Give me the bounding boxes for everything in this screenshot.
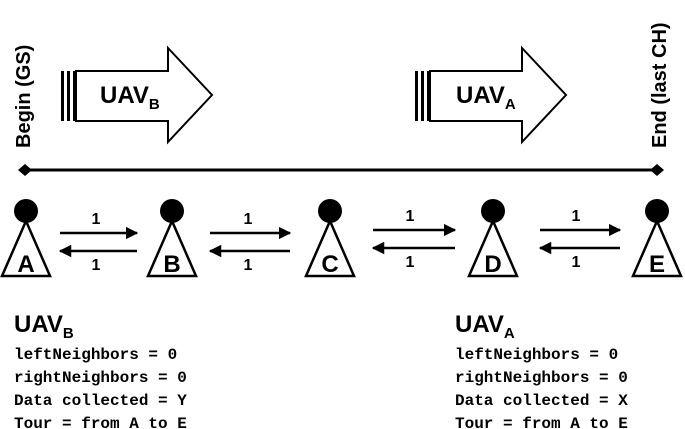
- link-weight-forward: 1: [92, 211, 101, 228]
- panel-title-uav-b: UAVB: [14, 311, 74, 342]
- panel-line-data-collected: Data collected = X: [455, 392, 628, 410]
- panel-line-left-neighbors: leftNeighbors = 0: [455, 346, 618, 364]
- begin-label: Begin (GS): [13, 45, 35, 148]
- arrow-label-uav-a: UAVA: [456, 82, 516, 113]
- link-weight-backward: 1: [244, 257, 253, 274]
- link-c-d: 1 1: [371, 208, 457, 271]
- panel-line-data-collected: Data collected = Y: [14, 392, 187, 410]
- node-d: D: [467, 199, 519, 278]
- node-b: B: [146, 199, 198, 278]
- direction-arrow-uav-a: UAVA: [415, 45, 568, 145]
- end-diamond: [650, 164, 664, 176]
- link-weight-forward: 1: [572, 208, 581, 225]
- link-weight-forward: 1: [406, 208, 415, 225]
- node-e: E: [631, 199, 683, 278]
- info-panel-uav-a: UAVA leftNeighbors = 0 rightNeighbors = …: [455, 311, 628, 429]
- link-d-e: 1 1: [538, 208, 622, 271]
- node-a: A: [0, 199, 52, 278]
- node-label-e: E: [649, 251, 665, 278]
- panel-line-tour: Tour = from A to E: [455, 415, 628, 429]
- link-weight-backward: 1: [572, 254, 581, 271]
- node-label-d: D: [484, 251, 501, 278]
- panel-line-right-neighbors: rightNeighbors = 0: [14, 369, 187, 387]
- link-weight-backward: 1: [92, 257, 101, 274]
- node-label-b: B: [163, 251, 180, 278]
- node-label-c: C: [321, 251, 338, 278]
- end-label: End (last CH): [649, 22, 671, 148]
- panel-line-left-neighbors: leftNeighbors = 0: [14, 346, 177, 364]
- link-a-b: 1 1: [58, 211, 139, 274]
- arrow-label-uav-b: UAVB: [100, 82, 160, 113]
- node-label-a: A: [17, 251, 34, 278]
- link-weight-forward: 1: [244, 211, 253, 228]
- link-b-c: 1 1: [208, 211, 292, 274]
- begin-diamond: [18, 164, 32, 176]
- info-panel-uav-b: UAVB leftNeighbors = 0 rightNeighbors = …: [14, 311, 187, 429]
- panel-line-right-neighbors: rightNeighbors = 0: [455, 369, 628, 387]
- direction-arrow-uav-b: UAVB: [61, 45, 214, 145]
- panel-title-uav-a: UAVA: [455, 311, 515, 342]
- path-line: [18, 164, 664, 176]
- panel-line-tour: Tour = from A to E: [14, 415, 187, 429]
- node-c: C: [304, 199, 356, 278]
- link-weight-backward: 1: [406, 254, 415, 271]
